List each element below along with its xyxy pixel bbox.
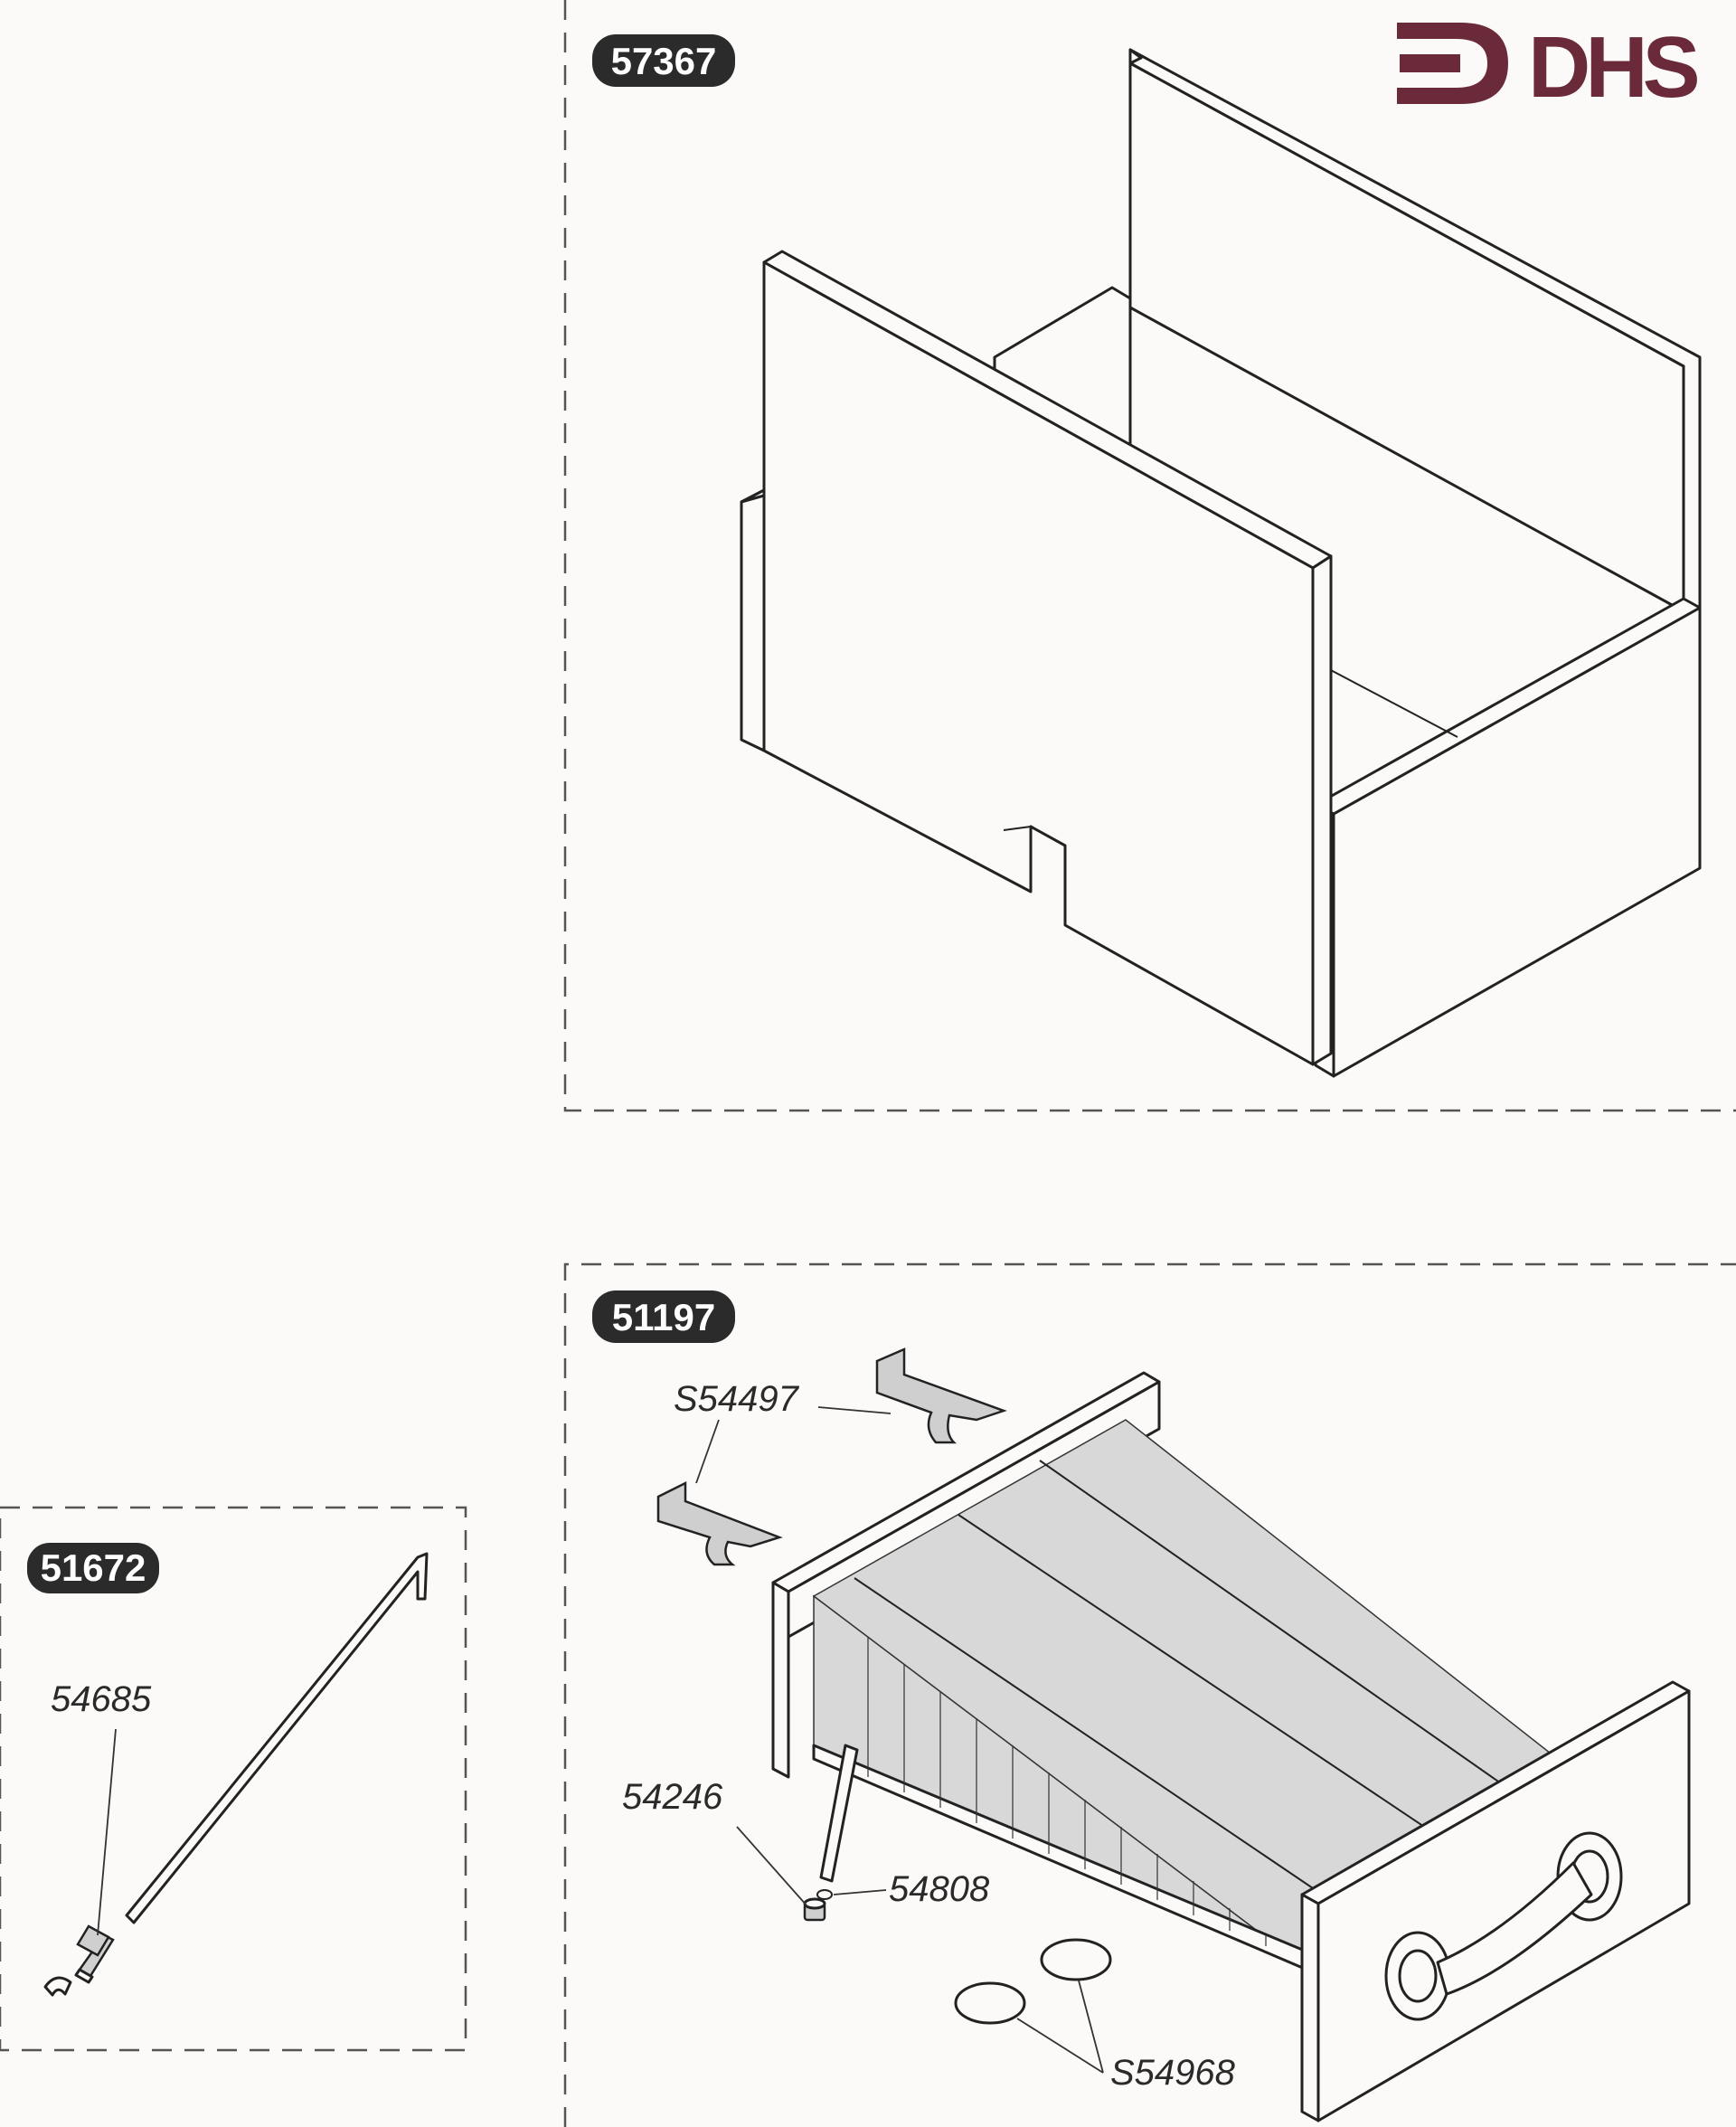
callout-gasket: S54968	[1016, 1980, 1236, 2093]
svg-text:54685: 54685	[51, 1679, 152, 1719]
fin-stripes	[867, 1637, 1267, 1946]
panel-frame	[563, 0, 1736, 1112]
clip	[656, 1480, 783, 1566]
panel-frame	[563, 1262, 1736, 2127]
callout-seal: 54808	[833, 1869, 990, 1909]
callout-clip: S54497	[674, 1379, 892, 1484]
gasket-ring	[1040, 1938, 1112, 1981]
drain-plug	[803, 1897, 826, 1922]
combustion-chamber-drawing	[740, 48, 1702, 1078]
callout-connector: 54685	[51, 1679, 152, 1936]
svg-text:57367: 57367	[611, 40, 717, 82]
svg-text:S54497: S54497	[674, 1379, 800, 1419]
logo-text: DHS	[1528, 19, 1698, 116]
panel-electrode: 51672 54685	[0, 1506, 467, 2052]
seal-ring	[816, 1889, 833, 1900]
svg-text:54808: 54808	[889, 1869, 990, 1909]
svg-text:S54968: S54968	[1110, 2053, 1236, 2093]
panel-combustion-chamber: 57367	[563, 0, 1736, 1112]
svg-text:54246: 54246	[622, 1777, 723, 1817]
svg-text:51672: 51672	[41, 1546, 146, 1589]
clip	[875, 1347, 1007, 1444]
logo-arrow-icon	[1397, 23, 1508, 104]
brand-logo: DHS	[1397, 19, 1703, 116]
panel-heat-exchanger: 51197	[563, 1262, 1736, 2127]
part-badge: 51197	[592, 1290, 735, 1343]
svg-text:51197: 51197	[612, 1296, 715, 1338]
part-badge: 57367	[592, 34, 735, 87]
heat-exchanger-drawing	[656, 1347, 1691, 2122]
gasket-ring	[954, 1981, 1026, 2025]
part-badge: 51672	[27, 1543, 159, 1593]
callout-plug: 54246	[622, 1777, 808, 1907]
panel-frame	[0, 1506, 467, 2052]
electrode-drawing	[43, 1552, 429, 1997]
